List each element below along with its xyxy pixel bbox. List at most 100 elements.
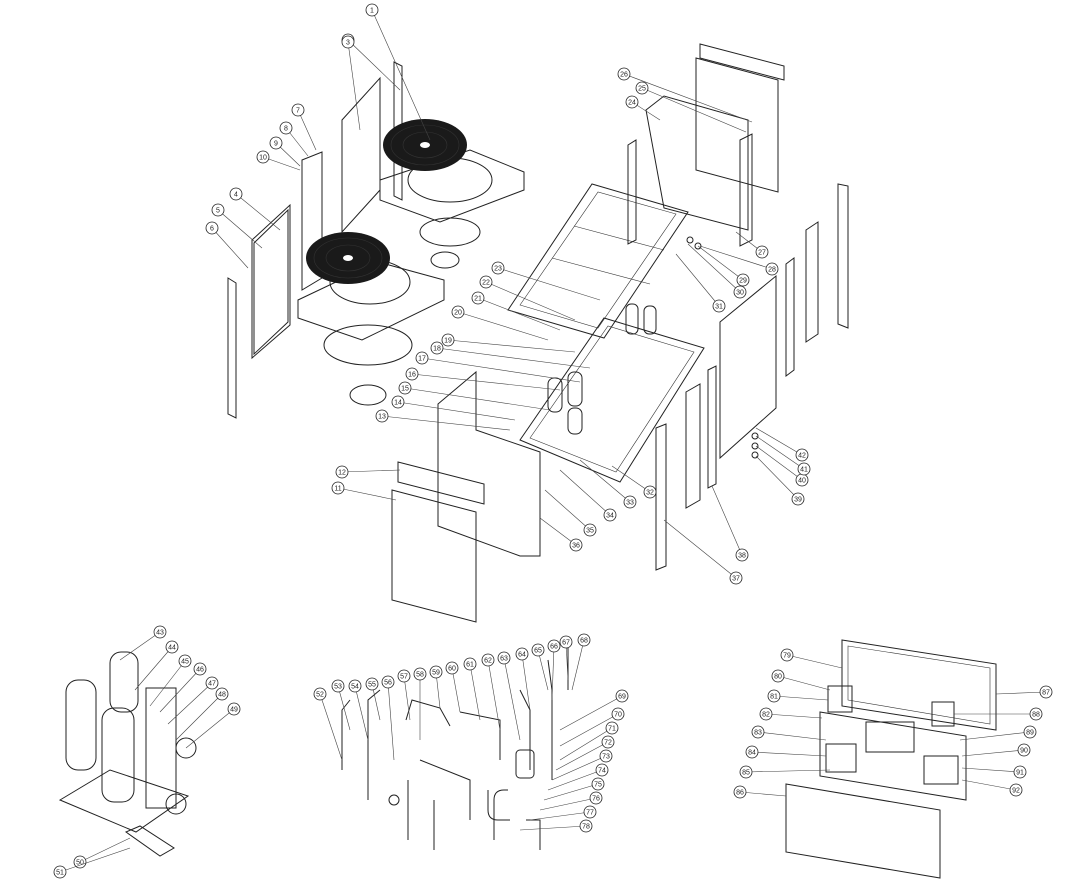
balloon-circle	[445, 661, 459, 675]
balloon-circle	[599, 749, 613, 763]
leader-line	[711, 485, 743, 556]
leader-line	[421, 357, 581, 383]
balloon-label: 87	[1042, 690, 1050, 697]
leader-line	[235, 193, 281, 231]
balloon-label: 47	[208, 681, 216, 688]
bracket-80	[827, 685, 853, 713]
balloon-label: 86	[736, 790, 744, 797]
balloon-label: 41	[800, 467, 808, 474]
balloon-circle	[595, 763, 609, 777]
balloon-74: 74	[547, 763, 609, 791]
balloon-label: 91	[1016, 770, 1024, 777]
balloon-label: 59	[432, 670, 440, 677]
balloon-circle	[765, 262, 779, 276]
balloon-circle	[617, 67, 631, 81]
balloon-92: 92	[961, 779, 1023, 797]
balloon-86: 86	[733, 785, 787, 799]
balloon-91: 91	[961, 765, 1027, 779]
balloon-label: 89	[1026, 730, 1034, 737]
balloon-circle	[397, 669, 411, 683]
balloon-label: 88	[1032, 712, 1040, 719]
balloon-circle	[712, 299, 726, 313]
base-compressor-2	[567, 371, 583, 407]
balloon-45: 45	[149, 654, 192, 707]
compressor-assembly-view	[58, 651, 197, 857]
electrical-box-lid	[841, 639, 997, 731]
balloon-label: 36	[572, 543, 580, 550]
balloon-circle	[481, 653, 495, 667]
leader-line	[551, 755, 607, 781]
balloon-32: 32	[611, 465, 657, 499]
leader-line	[354, 685, 369, 741]
leader-line	[755, 435, 805, 470]
balloon-label: 79	[783, 653, 791, 660]
balloon-4: 4	[229, 187, 281, 231]
balloon-circle	[739, 765, 753, 779]
balloon-circle	[1009, 783, 1023, 797]
front-casing	[437, 370, 541, 557]
balloon-circle	[1017, 743, 1031, 757]
balloon-label: 5	[216, 208, 220, 215]
balloon-54: 54	[348, 679, 369, 741]
balloon-label: 20	[454, 310, 462, 317]
balloon-label: 9	[274, 141, 278, 148]
balloon-label: 42	[798, 453, 806, 460]
pipe-run-10	[547, 659, 553, 780]
leader-line	[663, 519, 737, 579]
balloon-62: 62	[481, 653, 501, 731]
rear-left-post	[627, 139, 637, 245]
pipe-run-1	[341, 699, 351, 770]
balloon-7: 7	[291, 103, 317, 151]
balloon-circle	[547, 639, 561, 653]
balloon-label: 50	[76, 860, 84, 867]
balloon-circle	[335, 465, 349, 479]
balloon-circle	[398, 381, 412, 395]
leader-line	[547, 769, 603, 791]
balloon-circle	[780, 648, 794, 662]
balloon-circle	[603, 508, 617, 522]
balloon-84: 84	[745, 745, 827, 759]
balloon-circle	[205, 221, 219, 235]
balloon-61: 61	[463, 657, 481, 721]
balloon-label: 77	[586, 810, 594, 817]
balloon-15: 15	[398, 381, 551, 411]
balloon-circle	[735, 548, 749, 562]
balloon-circle	[1029, 707, 1043, 721]
balloon-label: 19	[444, 338, 452, 345]
leader-line	[79, 837, 131, 863]
balloon-label: 10	[259, 155, 267, 162]
balloon-12: 12	[335, 465, 401, 479]
leader-line	[559, 469, 611, 516]
piping-receiver	[515, 749, 535, 779]
balloon-33: 33	[579, 459, 637, 509]
leader-line	[519, 825, 587, 831]
balloon-42: 42	[755, 427, 809, 462]
balloon-label: 3	[346, 40, 350, 47]
balloon-90: 90	[961, 743, 1031, 757]
balloon-label: 53	[334, 684, 342, 691]
balloon-76: 76	[539, 791, 603, 811]
balloon-label: 17	[418, 356, 426, 363]
balloon-88: 88	[954, 707, 1043, 721]
balloon-label: 66	[550, 644, 558, 651]
balloon-circle	[559, 635, 573, 649]
balloon-label: 55	[368, 682, 376, 689]
balloon-label: 43	[156, 630, 164, 637]
balloon-label: 31	[715, 304, 723, 311]
balloon-label: 26	[620, 72, 628, 79]
leader-line	[555, 741, 609, 771]
balloon-label: 80	[774, 674, 782, 681]
balloon-label: 54	[351, 684, 359, 691]
balloon-63: 63	[497, 651, 521, 741]
balloon-66: 66	[547, 639, 561, 701]
balloon-13: 13	[375, 409, 511, 431]
lower-fan-motor-ring	[323, 324, 413, 366]
balloon-circle	[795, 448, 809, 462]
frame-compressor-1	[625, 303, 639, 335]
balloon-circle	[755, 245, 769, 259]
balloon-label: 45	[181, 659, 189, 666]
balloon-11: 11	[331, 481, 397, 501]
balloon-circle	[733, 285, 747, 299]
electrical-cover-plate	[785, 783, 941, 879]
fitting-30	[694, 242, 702, 250]
